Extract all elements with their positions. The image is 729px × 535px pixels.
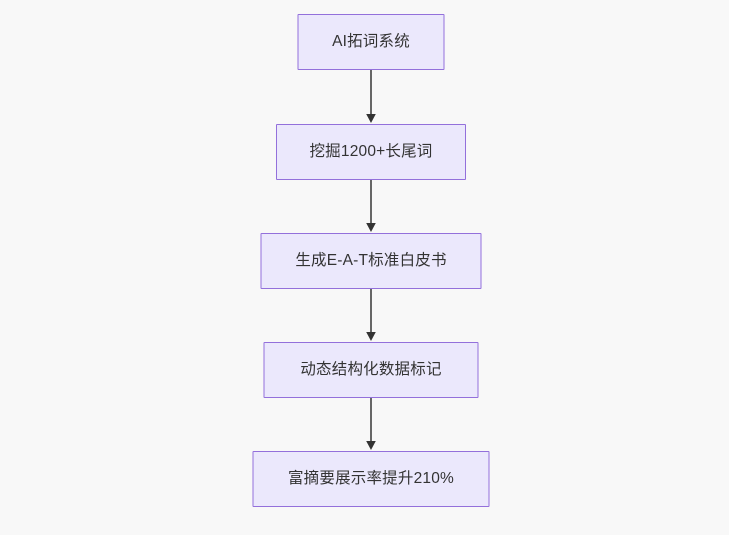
flow-node-3-label: 生成E-A-T标准白皮书 (295, 252, 447, 270)
flow-edge-4 (364, 398, 378, 451)
flow-node-1[interactable]: AI拓词系统 (297, 14, 445, 70)
flow-node-2[interactable]: 挖掘1200+长尾词 (276, 124, 466, 180)
flow-node-4[interactable]: 动态结构化数据标记 (263, 342, 479, 398)
flow-node-4-label: 动态结构化数据标记 (300, 361, 442, 379)
flow-edge-1 (364, 70, 378, 124)
flow-node-5-label: 富摘要展示率提升210% (287, 470, 455, 488)
flow-node-5[interactable]: 富摘要展示率提升210% (252, 451, 490, 507)
flow-node-1-label: AI拓词系统 (332, 33, 410, 51)
flow-node-3[interactable]: 生成E-A-T标准白皮书 (260, 233, 482, 289)
flow-node-2-label: 挖掘1200+长尾词 (309, 143, 433, 161)
flow-edge-2 (364, 180, 378, 233)
flow-edge-3 (364, 289, 378, 342)
